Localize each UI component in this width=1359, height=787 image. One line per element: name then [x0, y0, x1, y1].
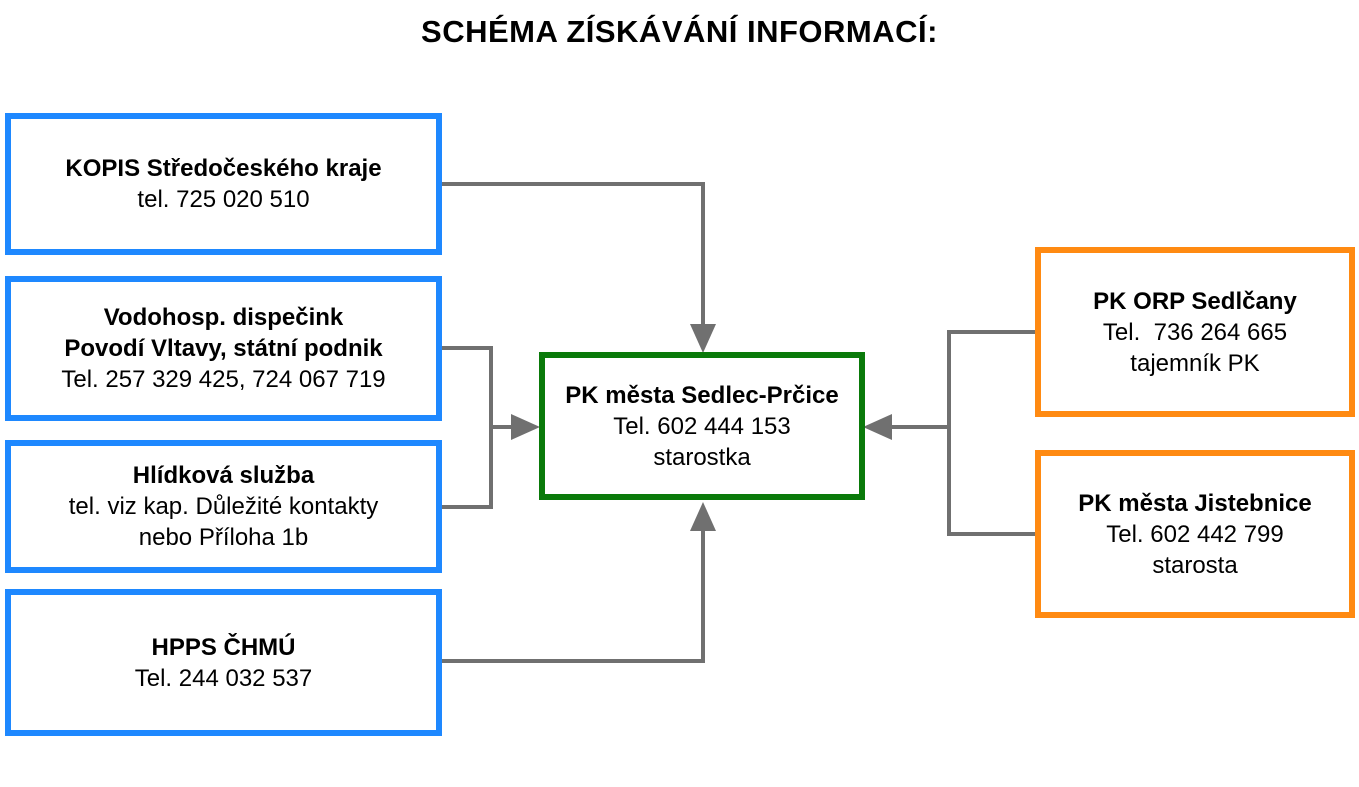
source-phone: Tel. 244 032 537	[134, 664, 313, 692]
source-box-kopis: KOPIS Středočeského kraje tel. 725 020 5…	[5, 113, 442, 255]
center-box-sedlec-prcice: PK města Sedlec-Prčice Tel. 602 444 153 …	[539, 352, 865, 500]
source-phone: Tel. 602 442 799	[1106, 520, 1284, 548]
source-name: Hlídková služba	[132, 462, 315, 489]
source-box-vodohosp: Vodohosp. dispečink Povodí Vltavy, státn…	[5, 276, 442, 421]
arrowhead-left	[511, 414, 540, 440]
source-role: starosta	[1152, 551, 1238, 579]
source-role: tajemník PK	[1130, 349, 1260, 377]
source-detail: tel. viz kap. Důležité kontakty	[68, 493, 379, 520]
arrowhead-right	[863, 414, 892, 440]
arrowhead-top	[690, 324, 716, 353]
diagram-title: SCHÉMA ZÍSKÁVÁNÍ INFORMACÍ:	[421, 14, 938, 49]
arrowhead-bottom	[690, 502, 716, 531]
source-name: PK ORP Sedlčany	[1093, 287, 1297, 315]
connector-kopis	[440, 182, 705, 330]
source-box-hlidkova: Hlídková služba tel. viz kap. Důležité k…	[5, 440, 442, 573]
center-role: starostka	[653, 443, 751, 471]
source-detail: nebo Příloha 1b	[138, 524, 309, 551]
source-name: HPPS ČHMÚ	[151, 633, 296, 661]
source-name: KOPIS Středočeského kraje	[65, 155, 382, 182]
source-phone: Tel. 257 329 425, 724 067 719	[61, 366, 386, 393]
connector-hpps	[440, 526, 705, 663]
source-name: Vodohosp. dispečink	[103, 304, 344, 331]
source-name-line2: Povodí Vltavy, státní podnik	[64, 335, 383, 362]
source-phone: Tel. 736 264 665	[1102, 318, 1288, 346]
source-phone: tel. 725 020 510	[137, 186, 310, 213]
connector-orp	[947, 330, 1037, 536]
center-phone: Tel. 602 444 153	[613, 412, 791, 440]
source-box-orp-sedlcany: PK ORP Sedlčany Tel. 736 264 665 tajemní…	[1035, 247, 1355, 417]
source-box-jistebnice: PK města Jistebnice Tel. 602 442 799 sta…	[1035, 450, 1355, 618]
center-name: PK města Sedlec-Prčice	[565, 381, 839, 409]
connector-vodohosp	[440, 346, 493, 509]
source-name: PK města Jistebnice	[1078, 489, 1312, 517]
source-box-hpps: HPPS ČHMÚ Tel. 244 032 537	[5, 589, 442, 736]
